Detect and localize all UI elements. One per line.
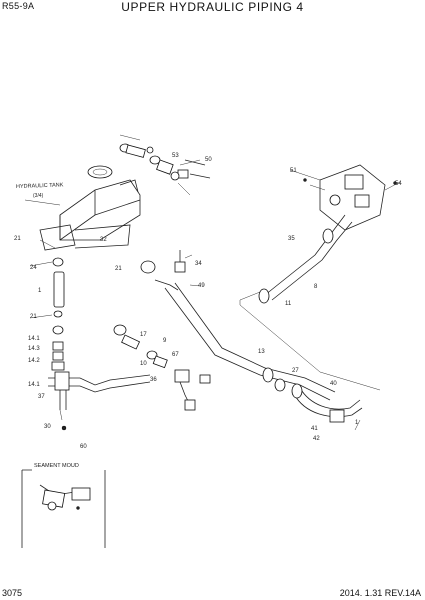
label-10: 10 [140,361,147,367]
label-34: 34 [195,261,202,267]
model-code: R55-9A [2,1,35,11]
label-51: 51 [290,168,297,174]
center-fittings [113,250,211,411]
label-53: 53 [172,153,179,159]
page-number: 3075 [2,588,23,598]
label-21b: 21 [30,314,37,320]
label-35: 35 [288,236,295,242]
inset-detail [21,469,106,548]
label-14-2: 14.2 [28,358,40,364]
hydraulic-tank-drawing [24,165,141,251]
label-41: 41 [311,426,318,432]
center-part-labels: 53 50 49 13 17 9 21 67 36 10 34 32 60 [80,153,265,450]
label-67: 67 [172,352,179,358]
label-9: 9 [163,338,167,344]
label-1: 1 [38,288,42,294]
label-14-1a: 14.1 [28,336,40,342]
label-24: 24 [30,265,37,271]
label-1r: 1 [355,420,359,426]
right-part-labels: 51 54 35 8 11 27 40 41 42 1 [285,168,402,442]
label-17: 17 [140,332,147,338]
label-32: 32 [100,237,107,243]
revision-info: 2014. 1.31 REV.14A [339,588,421,598]
page-title: UPPER HYDRAULIC PIPING 4 [121,0,304,14]
label-36: 36 [150,377,157,383]
right-hose [258,214,363,423]
label-21a: 21 [14,236,21,242]
leader-lines [29,239,381,431]
label-60: 60 [80,444,87,450]
label-37: 37 [38,394,45,400]
label-49: 49 [198,283,205,289]
left-part-labels: 21 24 1 21 14.1 14.3 14.2 14.1 37 30 [14,236,51,430]
label-50: 50 [205,157,212,163]
valve-block [289,164,401,231]
label-42: 42 [313,436,320,442]
label-13: 13 [258,349,265,355]
label-11: 11 [285,301,292,307]
label-14-3: 14.3 [28,346,40,352]
label-40: 40 [330,381,337,387]
left-fittings [48,257,151,431]
label-27: 27 [292,368,299,374]
label-30: 30 [44,424,51,430]
label-21c: 21 [115,266,122,272]
inset-title: SEAMENT MOUD [34,463,79,469]
label-14-1b: 14.1 [28,382,40,388]
label-8: 8 [314,284,318,290]
label-54: 54 [395,181,402,187]
tank-label: HYDRAULIC TANK [16,182,64,190]
tank-sublabel: (3/4) [33,193,44,199]
long-pipe [164,282,336,401]
upper-fitting-chain [119,134,211,196]
